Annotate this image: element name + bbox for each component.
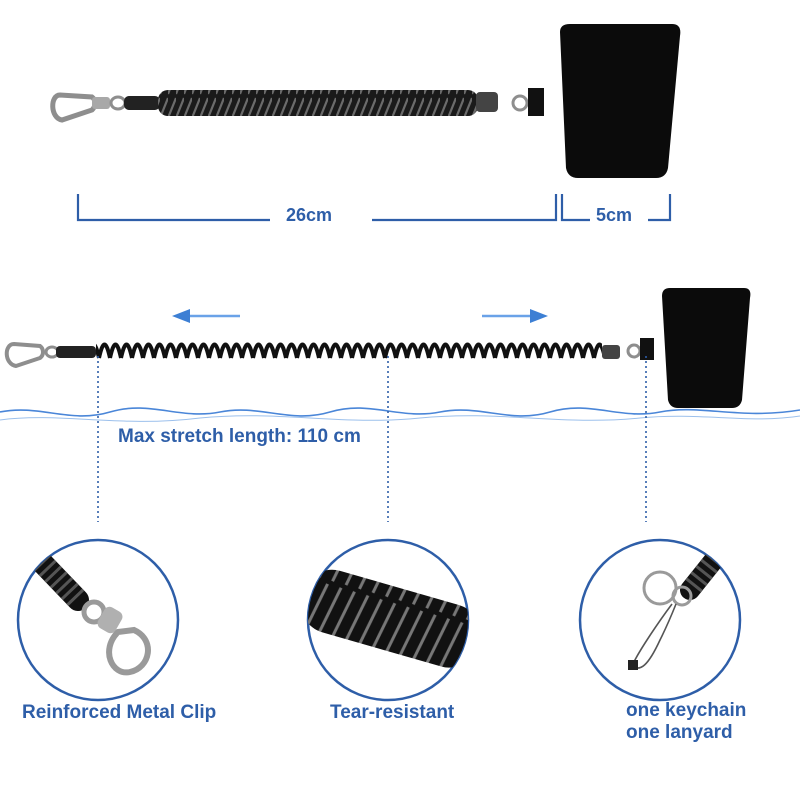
max-stretch-label: Max stretch length: 110 cm	[118, 426, 361, 447]
feature-label-line-lanyard: one lanyard	[626, 722, 733, 743]
strap-length-label: 26cm	[286, 205, 333, 225]
feature-label-keychain-lanyard: one keychain one lanyard	[626, 700, 746, 744]
carabiner-icon	[50, 92, 127, 123]
detail-circle-coil	[306, 538, 470, 702]
carabiner-icon	[4, 341, 60, 369]
feature-label-metal-clip: Reinforced Metal Clip	[22, 702, 217, 723]
stretched-strap	[4, 288, 751, 408]
top-strap	[50, 24, 681, 178]
arrow-left-icon	[172, 309, 190, 323]
detail-circle-keychain	[578, 538, 742, 702]
stretch-arrows	[172, 309, 548, 323]
feature-label-tear-resistant: Tear-resistant	[330, 702, 455, 723]
phone-patch	[662, 288, 751, 408]
patch-length-label: 5cm	[596, 205, 633, 225]
phone-patch	[560, 24, 681, 178]
feature-label-line-keychain: one keychain	[626, 700, 747, 721]
detail-circle-clip	[16, 538, 180, 702]
dimension-brackets	[76, 194, 672, 222]
arrow-right-icon	[530, 309, 548, 323]
wave-line	[0, 407, 800, 417]
